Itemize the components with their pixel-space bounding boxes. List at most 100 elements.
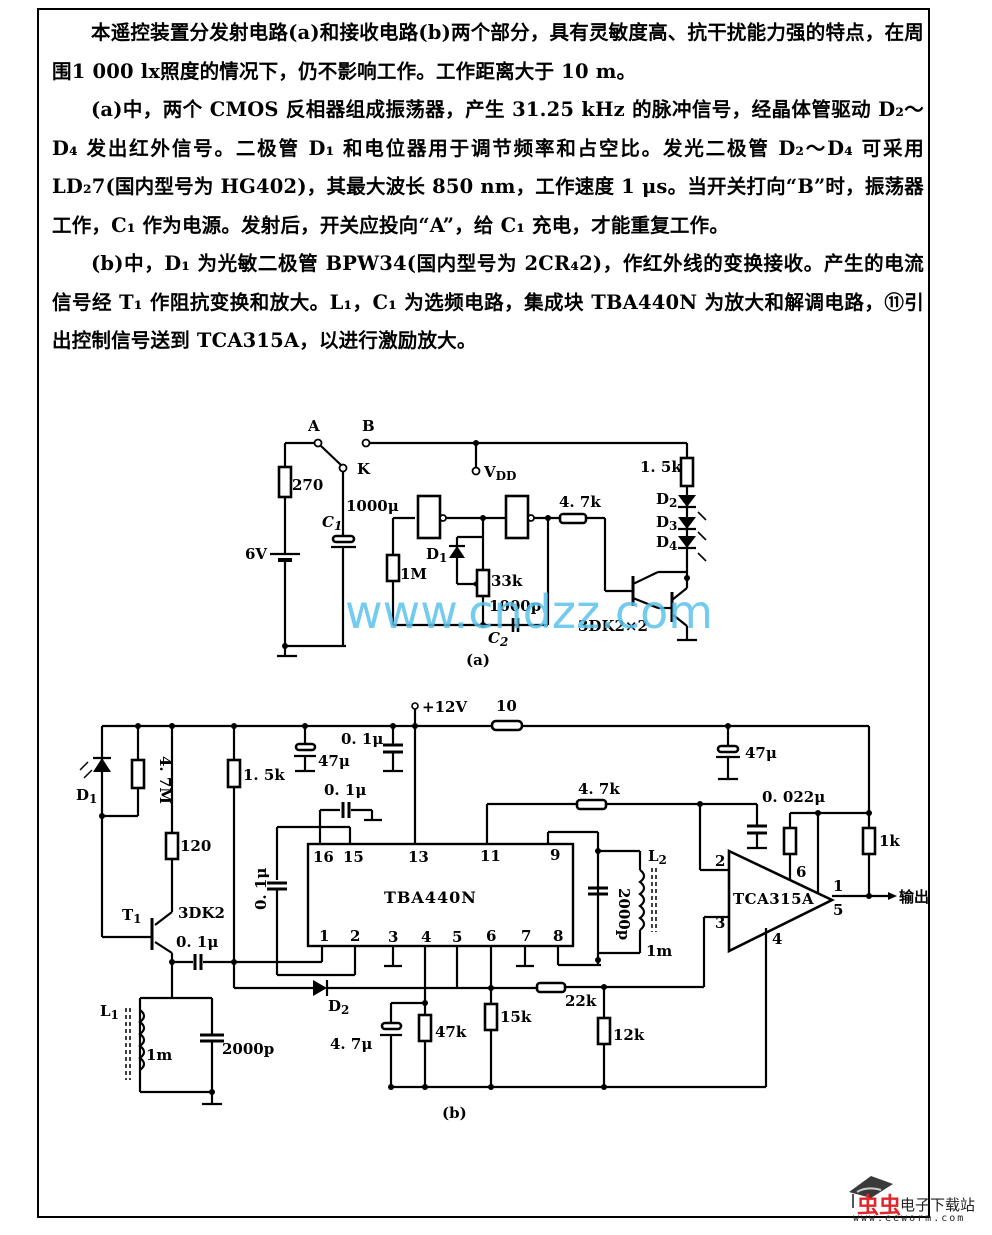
site-logo: 虫虫 电子下载站 www.eeworm.com xyxy=(845,1170,990,1235)
pin-5: 5 xyxy=(452,928,462,946)
label-r15k: 15k xyxy=(500,1008,532,1026)
label-r4k7-b: 4. 7k xyxy=(578,780,620,798)
label-c2: C2 xyxy=(488,629,508,649)
resistor-1k5-b xyxy=(226,758,242,789)
resistor-12k xyxy=(596,1016,612,1046)
pin-4: 4 xyxy=(421,928,431,946)
page-border xyxy=(37,8,930,1218)
circuit-a: A B K VDD 6V 270 1000μ C1 1M D1 33k 1000… xyxy=(245,417,713,669)
paragraph-circuit-b: (b)中，D₁ 为光敏二极管 BPW34(国内型号为 2CR₄2)，作红外线的变… xyxy=(52,252,924,352)
circuit-b: +12V 10 D1 4. 7M 120 T1 3DK2 0. 1μ 1. 5k… xyxy=(76,697,929,1122)
logo-brand: 虫虫 xyxy=(857,1194,902,1219)
label-r1m: 1M xyxy=(400,565,427,583)
label-switch-a: A xyxy=(307,417,320,435)
label-supply: +12V xyxy=(422,698,467,716)
label-l2-value: 1m xyxy=(646,942,672,960)
label-switch-k: K xyxy=(357,460,371,478)
pin-15: 15 xyxy=(343,848,364,866)
resistor-1k5-a xyxy=(679,456,695,488)
resistor-120 xyxy=(164,831,180,861)
pin-7: 7 xyxy=(521,927,531,945)
tca-pin-6: 6 xyxy=(796,863,806,881)
diode-d1-a xyxy=(449,546,465,558)
label-r10: 10 xyxy=(496,697,517,715)
label-r1k: 1k xyxy=(879,832,900,850)
pin-1: 1 xyxy=(319,927,329,945)
tca-pin-2: 2 xyxy=(715,852,725,870)
label-d1-a: D1 xyxy=(426,545,447,565)
led-d4 xyxy=(678,536,696,550)
paragraph-intro: 本遥控装置分发射电路(a)和接收电路(b)两个部分，具有灵敏度高、抗干扰能力强的… xyxy=(52,21,924,83)
label-l1: L1 xyxy=(100,1002,119,1022)
label-c0022: 0. 022μ xyxy=(762,788,825,806)
label-c47u-right: 47μ xyxy=(745,744,777,762)
resistor-4k7-a xyxy=(558,512,588,525)
label-d2-b: D2 xyxy=(328,997,349,1017)
caption-b: (b) xyxy=(442,1104,467,1122)
switch-lever xyxy=(320,445,342,466)
label-c-coupling: 0. 1μ xyxy=(176,933,218,951)
label-r4k7-a: 4. 7k xyxy=(559,493,601,511)
label-r1k5-b: 1. 5k xyxy=(243,766,285,784)
pin-11: 11 xyxy=(480,847,501,865)
resistor-1k xyxy=(861,826,877,856)
inductor-l2 xyxy=(638,869,646,931)
label-r4m7: 4. 7M xyxy=(156,756,174,804)
label-battery: 6V xyxy=(245,545,267,563)
description-text: 本遥控装置分发射电路(a)和接收电路(b)两个部分，具有灵敏度高、抗干扰能力强的… xyxy=(52,14,924,361)
capacitor-4u7 xyxy=(380,1021,403,1031)
label-d4-a: D4 xyxy=(656,533,677,553)
label-output: 输出 xyxy=(899,888,929,906)
label-c1: C1 xyxy=(322,513,342,533)
label-c01-vertical: 0. 1μ xyxy=(252,868,270,910)
label-transistors: 3DK2×2 xyxy=(578,617,648,635)
inductor-l1 xyxy=(138,1009,146,1071)
caption-a: (a) xyxy=(466,651,490,669)
logo-url: www.eeworm.com xyxy=(853,1213,966,1224)
watermark-cndzz: www.cndzz.com xyxy=(345,585,713,639)
label-l2: L2 xyxy=(648,847,667,867)
led-d2 xyxy=(678,495,696,509)
label-c01-pin16: 0. 1μ xyxy=(324,781,366,799)
label-r270: 270 xyxy=(292,476,323,494)
resistor-1m xyxy=(385,553,401,583)
pin-6: 6 xyxy=(486,927,496,945)
label-c47u-left: 47μ xyxy=(318,752,350,770)
ic-tba440n xyxy=(306,842,575,948)
capacitor-47u-left xyxy=(294,742,317,752)
label-r120: 120 xyxy=(180,837,211,855)
inverter-1 xyxy=(416,494,442,540)
label-c01-top: 0. 1μ xyxy=(341,730,383,748)
logo-name: 电子下载站 xyxy=(900,1196,976,1214)
tca-pin-1: 1 xyxy=(833,877,843,895)
led-d3 xyxy=(678,517,696,531)
label-ic-tca315a: TCA315A xyxy=(733,890,814,908)
pin-9: 9 xyxy=(550,846,560,864)
graduation-cap-icon xyxy=(849,1176,893,1208)
resistor-270 xyxy=(277,465,293,499)
paragraph-circuit-a: (a)中，两个 CMOS 反相器组成振荡器，产生 31.25 kHz 的脉冲信号… xyxy=(52,98,924,237)
switch-contact-b xyxy=(361,438,371,448)
label-c2000p-left: 2000p xyxy=(222,1040,274,1058)
resistor-15k xyxy=(483,1002,499,1032)
pin-3: 3 xyxy=(388,928,398,946)
label-c2000p-right: 2000p xyxy=(615,888,633,940)
inverter-2 xyxy=(504,494,530,540)
light-emission-arrows xyxy=(697,511,707,562)
label-d3-a: D3 xyxy=(656,513,677,533)
label-r47k: 47k xyxy=(435,1023,467,1041)
label-pot-33k: 33k xyxy=(491,572,523,590)
switch-pivot xyxy=(338,463,348,473)
label-r12k: 12k xyxy=(613,1026,645,1044)
label-c1-value: 1000μ xyxy=(346,497,399,515)
resistor-47k xyxy=(417,1013,433,1043)
tca-pin-3: 3 xyxy=(715,914,725,932)
label-l1-value: 1m xyxy=(146,1046,172,1064)
label-d1-b: D1 xyxy=(76,786,97,806)
pin-13: 13 xyxy=(408,848,429,866)
label-c2-value: 1000p xyxy=(489,597,541,615)
output-arrow-icon xyxy=(888,892,897,900)
label-ic-tba440n: TBA440N xyxy=(384,888,477,907)
resistor-feedback xyxy=(782,826,798,856)
